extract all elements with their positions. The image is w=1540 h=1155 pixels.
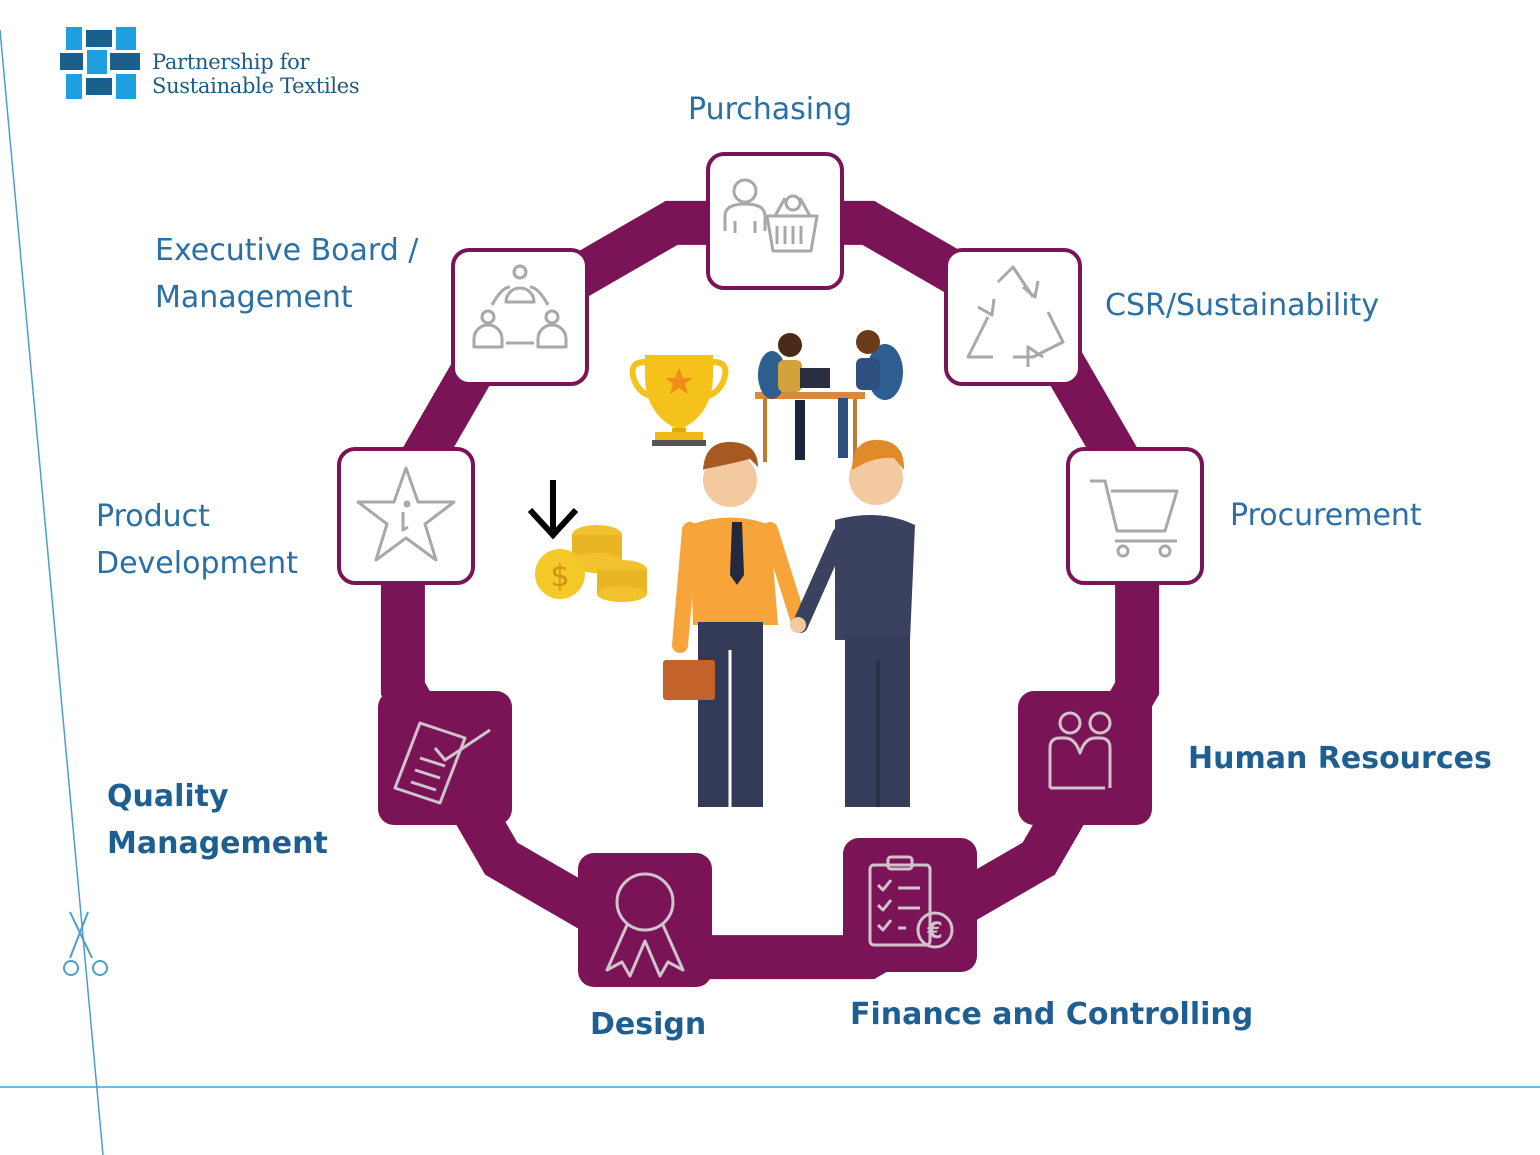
label-exec-line-2: Management [155,280,353,315]
people-icon [1048,711,1112,790]
trophy-icon [629,355,729,446]
label-purchasing: Purchasing [688,92,853,127]
logo-line-2: Sustainable Textiles [152,74,360,98]
label-quality-line-1: Quality [107,779,229,814]
label-quality-management: Quality Management [107,773,328,867]
tile-background [451,248,589,386]
tile-background [944,248,1082,386]
tile-background [706,152,844,290]
tile-product-development [337,447,475,585]
label-exec-line-1: Executive Board / [155,233,419,268]
star-info-icon [356,466,456,562]
tile-background [843,838,977,972]
scissors-icon [63,911,108,976]
tile-background [1018,691,1152,825]
buyer-basket-icon [723,178,819,253]
label-product-line-2: Development [96,546,298,581]
tile-background [337,447,475,585]
clipboard-euro-icon: € [868,855,954,949]
recycle-icon [966,265,1065,367]
label-finance-controlling: Finance and Controlling [850,997,1254,1032]
logo-line-1: Partnership for [152,50,310,74]
tile-csr-sustainability [944,248,1082,386]
team-circle-icon [472,264,568,349]
tile-human-resources [1018,691,1152,825]
meeting-icon [755,330,903,462]
label-product-development: Product Development [96,493,298,587]
tile-finance-and-controlling: € [843,838,977,972]
label-executive-board: Executive Board / Management [155,227,418,321]
tile-purchasing [706,152,844,290]
logo-mark [60,27,140,99]
label-procurement: Procurement [1230,498,1422,533]
label-human-resources: Human Resources [1188,741,1492,776]
label-csr-sustainability: CSR/Sustainability [1105,288,1380,323]
shopping-cart-icon [1090,479,1179,558]
tile-executive-board-management [451,248,589,386]
label-design: Design [590,1007,707,1042]
label-product-line-1: Product [96,499,210,534]
handshake-icon [663,439,915,807]
tile-procurement [1066,447,1204,585]
tile-background [1066,447,1204,585]
label-quality-line-2: Management [107,826,328,861]
tile-quality-management [378,691,512,825]
checked-document-icon [393,721,491,805]
logo-text: Partnership for Sustainable Textiles [152,50,360,98]
coins-down-icon: $ [527,480,647,602]
award-ribbon-icon [605,872,685,978]
svg-text:€: € [926,919,942,944]
tile-background [578,853,712,987]
vertical-guide-line [0,29,104,1155]
coin-dollar-symbol: $ [550,559,569,594]
tile-design [578,853,712,987]
